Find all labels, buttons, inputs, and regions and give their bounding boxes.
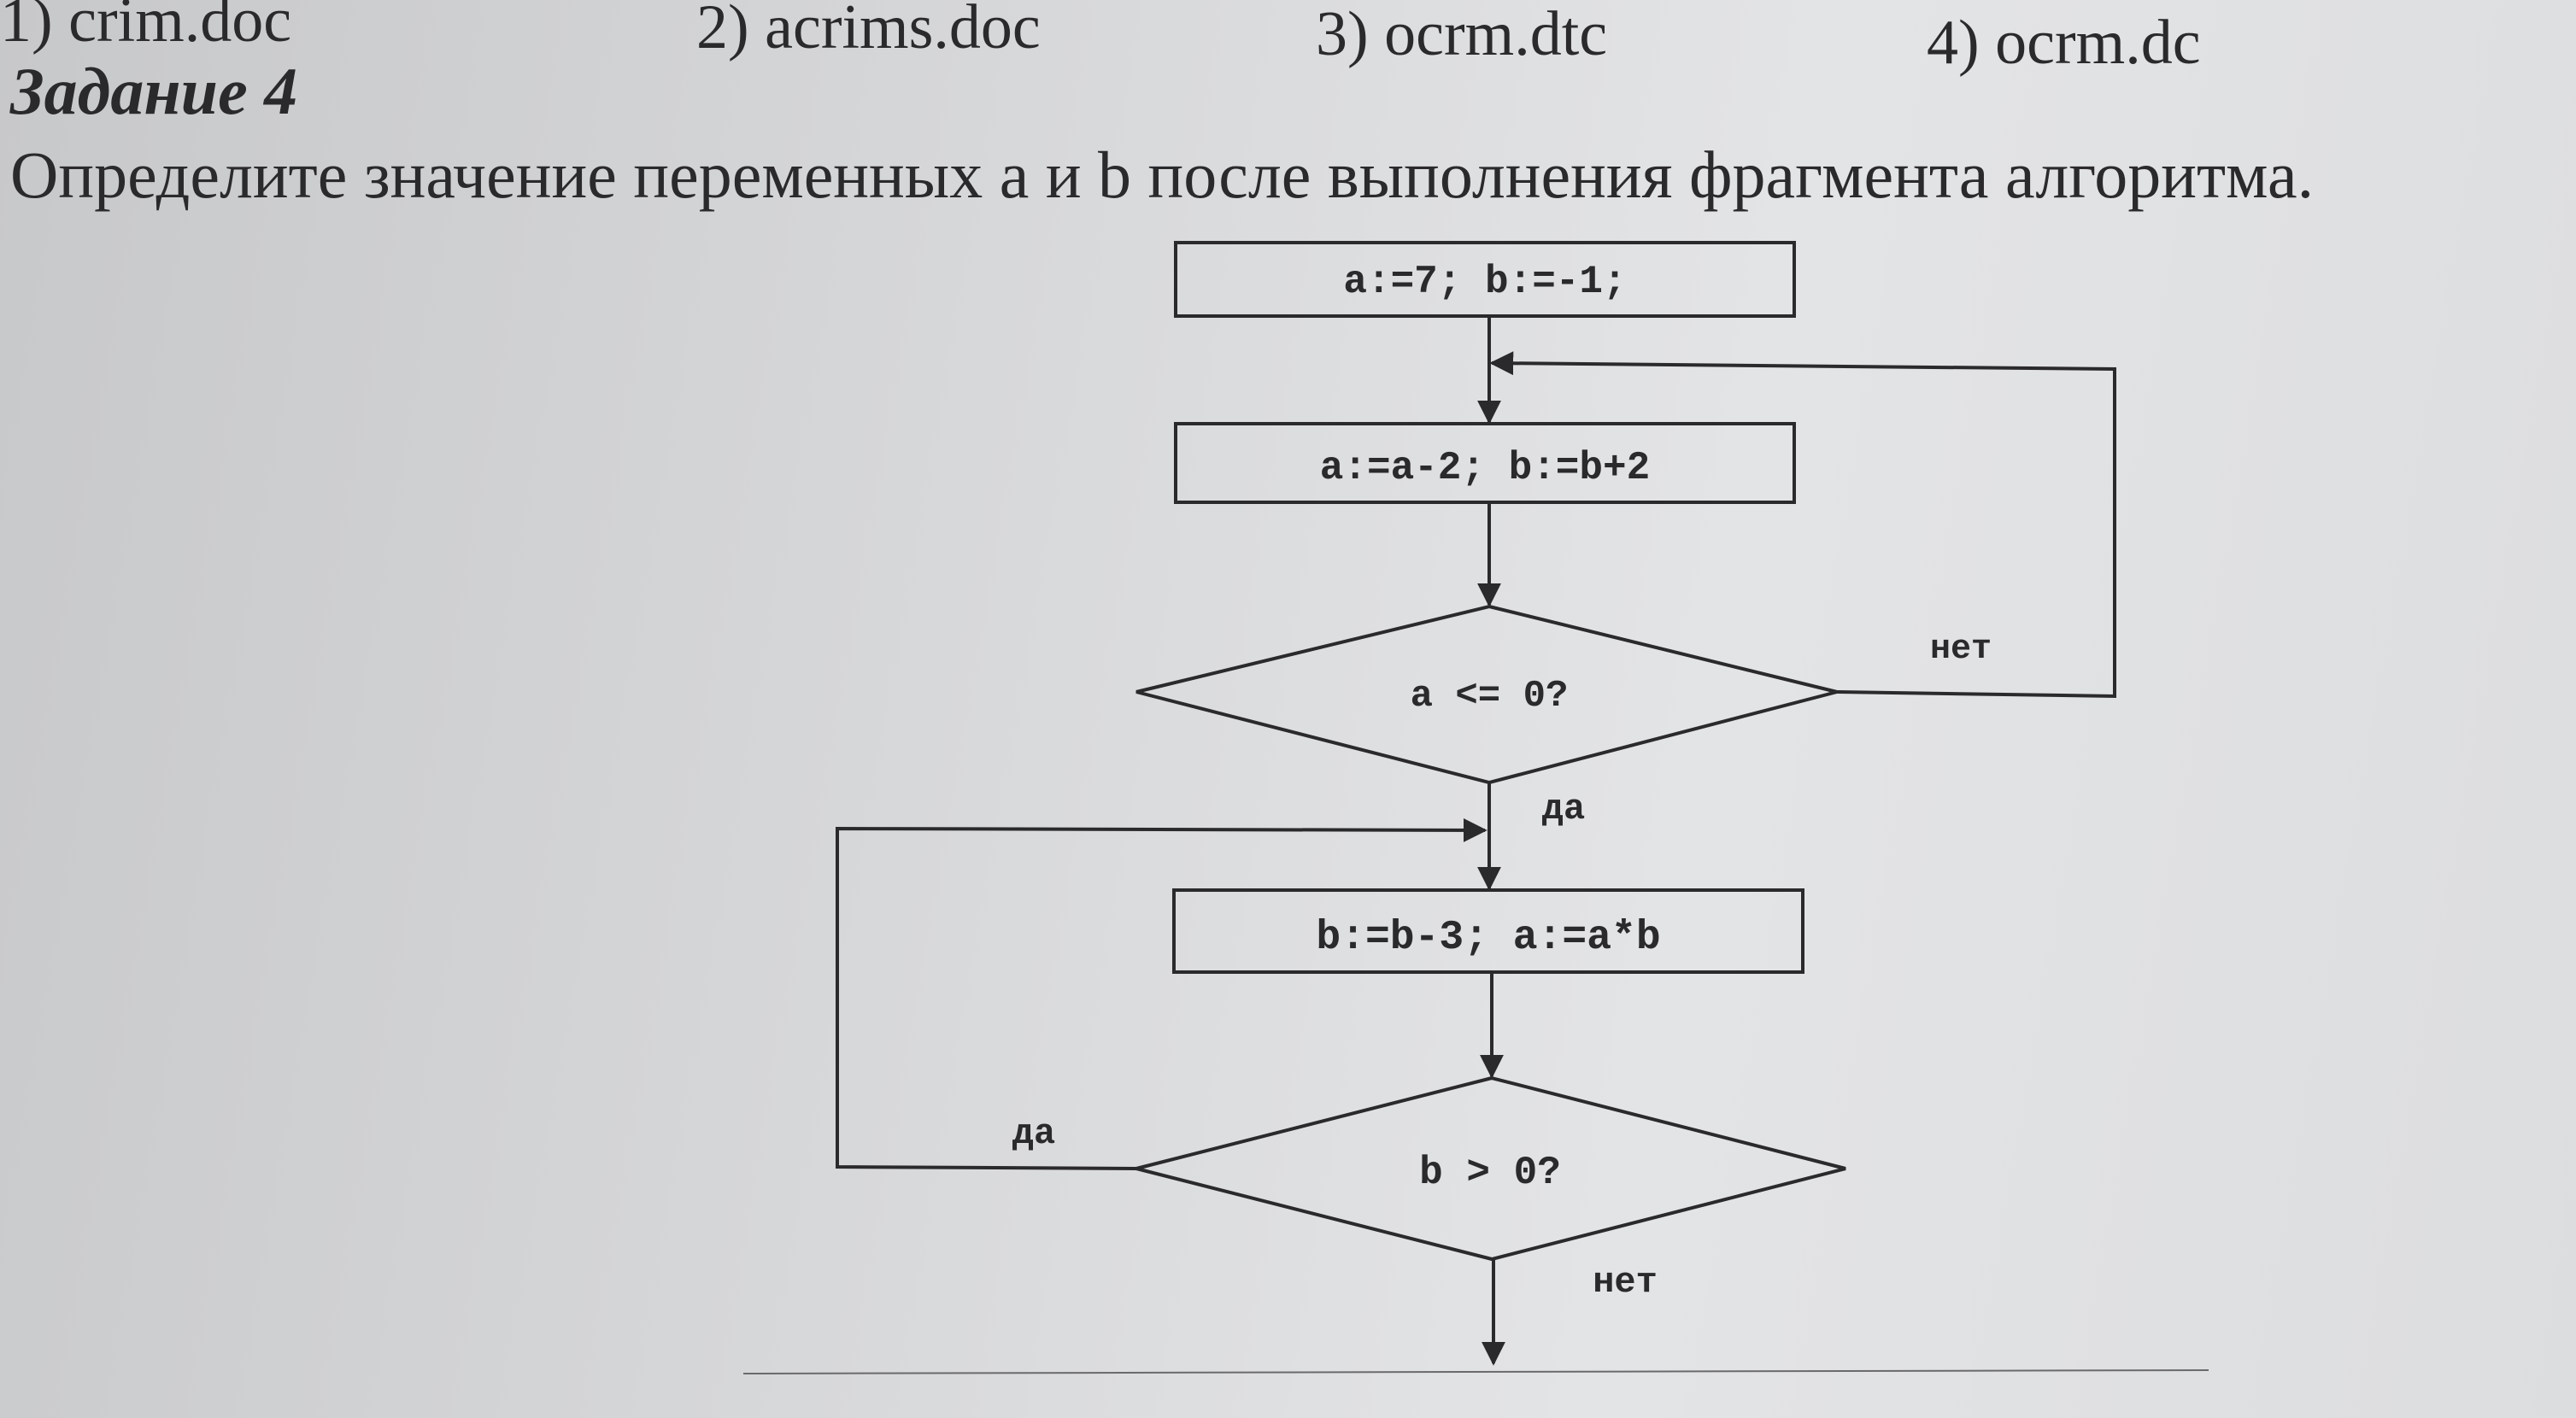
- task-question: Определите значение переменных a и b пос…: [10, 138, 2315, 212]
- answer-option-4: 4) ocrm.dc: [1927, 8, 2201, 78]
- arrow-cond1-no-loopback: [1489, 351, 2116, 699]
- answer-option-2: 2) acrims.doc: [696, 0, 1041, 62]
- loop2-body-block: [1172, 888, 1804, 974]
- loop1-body-text: a:=a-2; b:=b+2: [1320, 446, 1650, 490]
- cond2-yes-label: да: [1012, 1113, 1055, 1154]
- cond1-text: a <= 0?: [1411, 675, 1569, 718]
- cond2-no-label: нет: [1593, 1262, 1658, 1303]
- arrow-cond2-yes-loopback: [836, 817, 1488, 1170]
- cond2-text: b > 0?: [1419, 1151, 1561, 1195]
- answer-option-1: 1) crim.doc: [0, 0, 292, 56]
- cond1-yes-label: да: [1542, 788, 1585, 829]
- loop1-body-block: [1174, 422, 1796, 504]
- init-text: a:=7; b:=-1;: [1343, 260, 1626, 304]
- init-block: [1174, 241, 1796, 318]
- cond1-no-label: нет: [1930, 630, 1992, 669]
- answer-option-3: 3) ocrm.dtc: [1316, 0, 1608, 69]
- loop2-body-text: b:=b-3; a:=a*b: [1316, 915, 1660, 961]
- separator-line: [742, 1369, 2209, 1374]
- task-title: Задание 4: [10, 54, 298, 128]
